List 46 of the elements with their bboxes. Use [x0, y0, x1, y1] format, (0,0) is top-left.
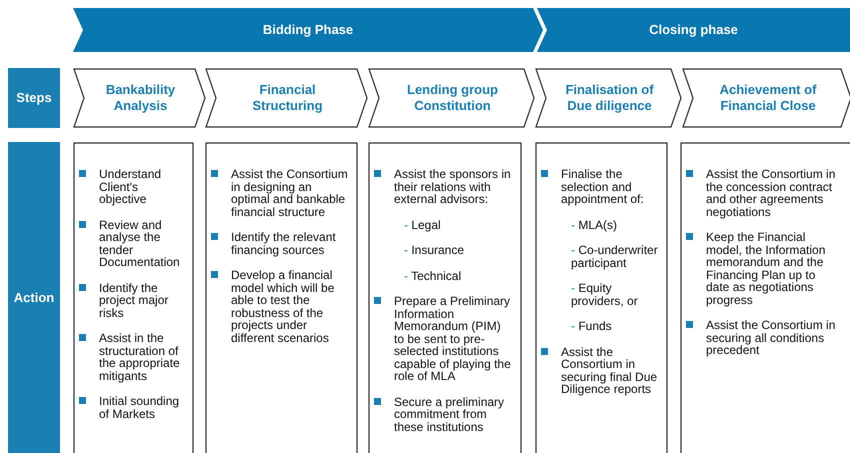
bullet-text: Identify the relevant financing sources	[231, 230, 336, 256]
bullet-text: Assist the Consortium in designing an optimal and bankable financial structure	[231, 167, 348, 218]
action-panel	[680, 142, 850, 453]
step-title: Finalisation of Due diligence	[564, 82, 655, 114]
bullet-text: Assist the Consortium in the concession contract and other agreements negotiations	[706, 167, 836, 218]
bullet-text: Assist the sponsors in their relations with external advisors:	[394, 167, 511, 206]
sub-item-text: - Funds	[570, 320, 613, 332]
action-panel	[205, 142, 358, 453]
step-header	[682, 68, 850, 128]
action-panel	[73, 142, 194, 453]
step-header	[205, 68, 368, 128]
phase-banner	[537, 8, 850, 52]
sub-item-text: - Equity providers, or	[570, 282, 639, 307]
bullet-text: Initial sounding of Markets	[99, 394, 180, 420]
step-title: Achievement of Financial Close	[718, 82, 818, 114]
sub-item-text: - MLA(s)	[570, 218, 618, 231]
step-title: Lending group Constitution	[406, 82, 499, 114]
bullet-text: Keep the Financial model, the Information memorandum and the Financing Plan up to date as negotiations progress	[706, 230, 826, 306]
step-header	[368, 68, 535, 128]
phase-banner	[73, 8, 543, 52]
row-title: Action	[14, 290, 54, 306]
sub-item-text: - Legal	[403, 218, 442, 231]
bullet-text: Prepare a Preliminary Information Memorandum (PIM) to be sent to pre-selected institutions capable of playing the role of MLA	[394, 294, 511, 383]
sub-item-text: - Technical	[403, 270, 462, 282]
action-panel	[535, 142, 668, 453]
bullet-text: Assist the Consortium in securing final Due Diligence reports	[561, 344, 658, 396]
phase-title: Bidding Phase	[262, 22, 354, 38]
action-panel	[368, 142, 522, 453]
step-header	[73, 68, 206, 128]
bullet-text: Finalise the selection and appointment of:	[561, 167, 644, 206]
bullet-text: Identify the project major risks	[99, 280, 168, 320]
row-label	[8, 142, 60, 453]
phase-title: Closing phase	[649, 22, 738, 38]
step-header	[535, 68, 682, 128]
step-title: Bankability Analysis	[104, 82, 176, 114]
row-label	[8, 68, 60, 128]
bullet-text: Assist the Consortium in securing all conditions precedent	[706, 318, 836, 357]
row-title: Steps	[16, 90, 52, 106]
bullet-text: Review and analyse the tender Documentation	[99, 218, 180, 269]
bullet-text: Secure a preliminary commitment from these institutions	[394, 394, 504, 434]
bullet-text: Develop a financial model which will be able to test the robustness of the projects under different scenarios	[231, 268, 334, 344]
sub-item-text: - Co-underwriter participant	[570, 244, 658, 269]
bullet-text: Understand Client's objective	[99, 167, 162, 206]
bullet-text: Assist in the structuration of the appropriate mitigants	[99, 331, 180, 382]
step-title: Financial Structuring	[251, 82, 324, 114]
sub-item-text: - Insurance	[403, 244, 466, 256]
